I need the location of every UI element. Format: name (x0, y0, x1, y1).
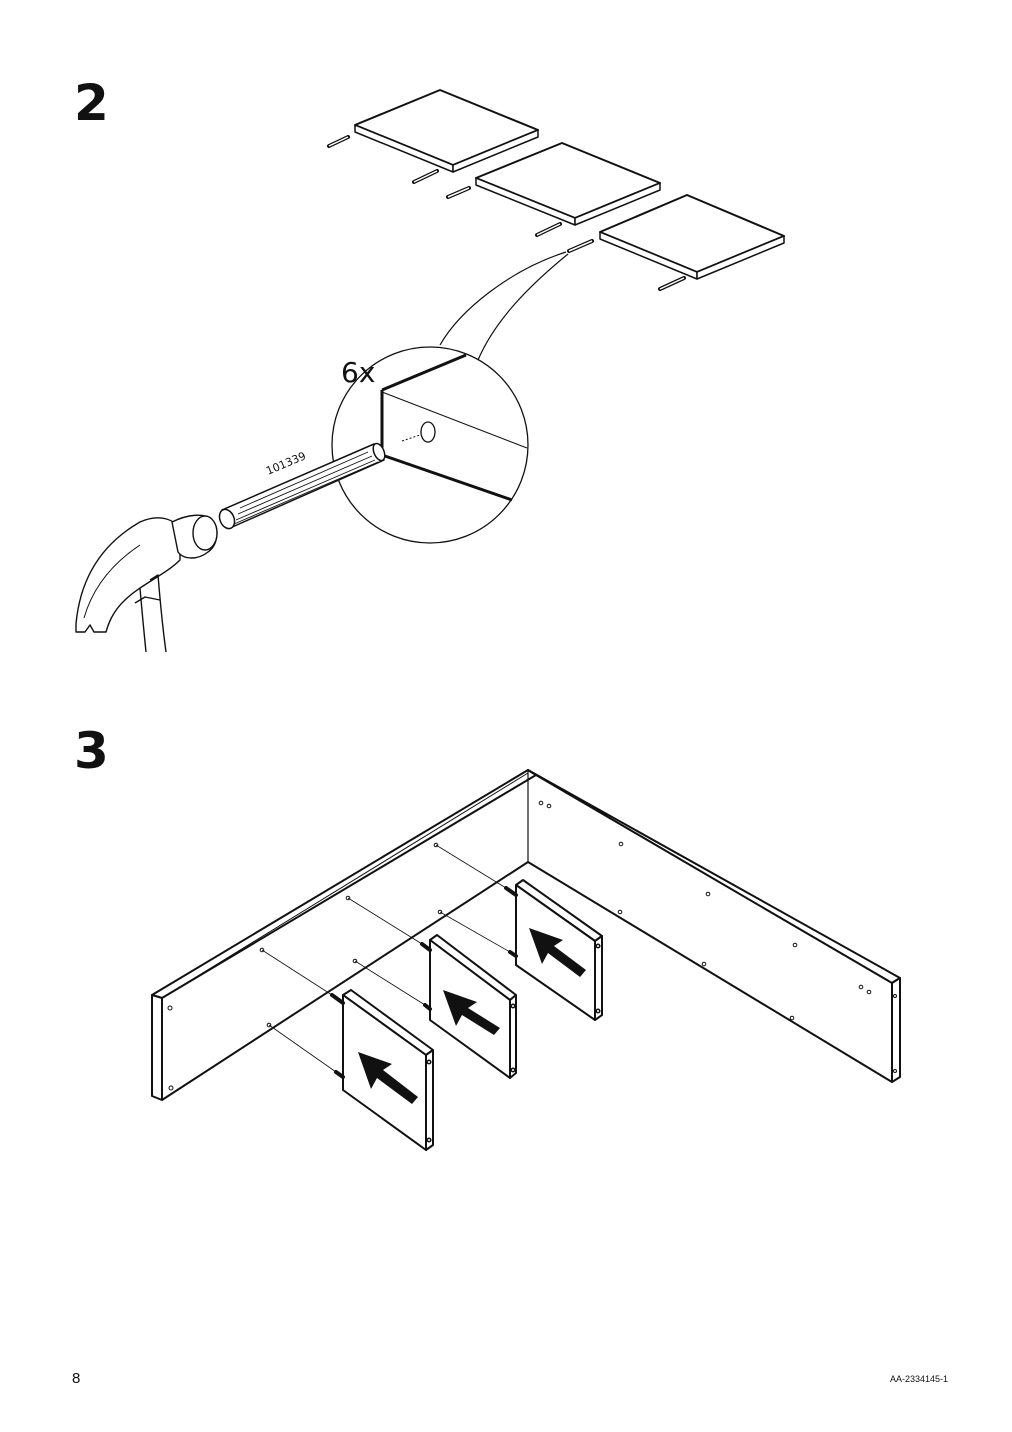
side-panel-3 (504, 879, 603, 1021)
side-panel-1 (330, 989, 434, 1151)
hammer-icon (75, 514, 218, 653)
l-shaped-frame (151, 769, 901, 1101)
document-code: AA-2334145-1 (889, 1374, 948, 1384)
detail-zoom-circle (331, 346, 529, 544)
step-2-illustration: 6x 101339 (75, 89, 785, 653)
direction-arrow-icon (358, 1052, 418, 1104)
quantity-label: 6x (341, 356, 375, 389)
side-panel-2 (420, 934, 517, 1079)
part-number-label: 101339 (264, 449, 308, 477)
shelf-panel-3 (567, 194, 785, 291)
direction-arrow-icon (529, 928, 586, 977)
shelf-panel-2 (446, 142, 661, 237)
page-number: 8 (72, 1370, 81, 1387)
wooden-dowel (218, 442, 386, 530)
direction-arrow-icon (443, 990, 500, 1035)
step-3-number: 3 (74, 722, 109, 780)
step-2-number: 2 (74, 74, 109, 132)
shelf-panel-1 (327, 89, 539, 184)
